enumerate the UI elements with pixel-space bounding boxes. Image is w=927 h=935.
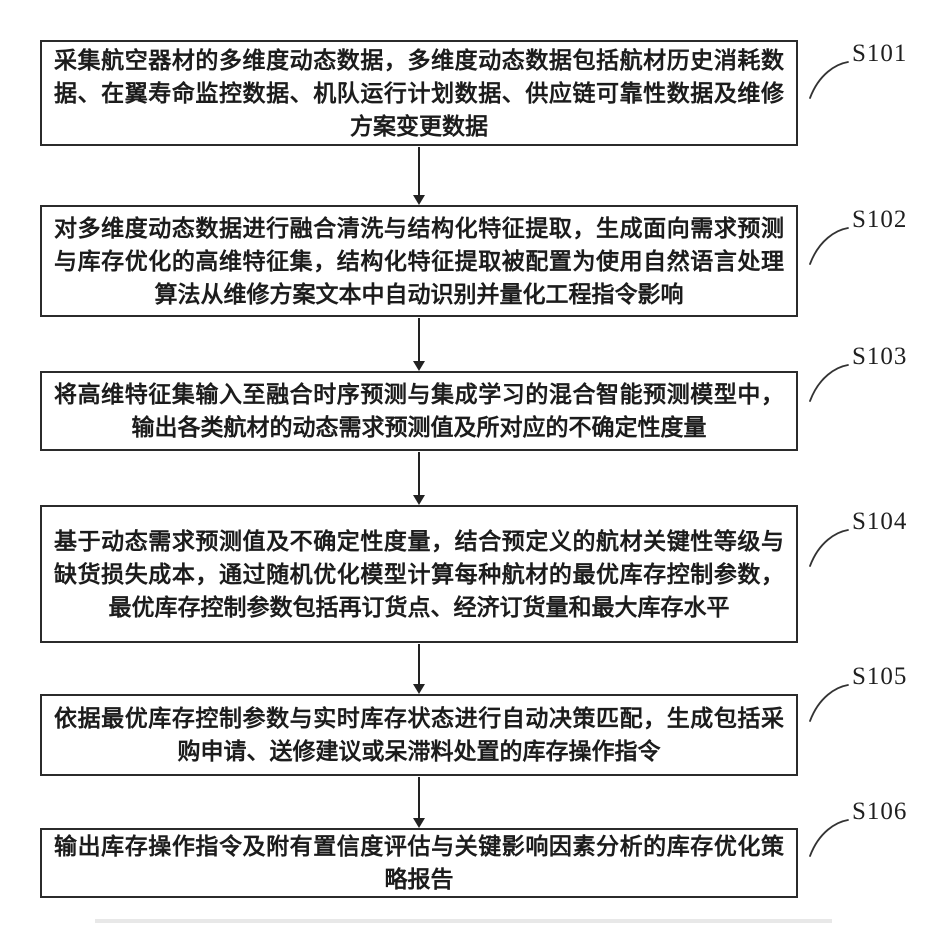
leader-line-s102 — [809, 227, 849, 265]
process-box-4: 基于动态需求预测值及不确定性度量，结合预定义的航材关键性等级与缺货损失成本，通过… — [40, 505, 798, 643]
flow-arrow-1 — [412, 147, 426, 205]
step-label-s105: S105 — [852, 663, 908, 690]
process-box-6-text: 输出库存操作指令及附有置信度评估与关键影响因素分析的库存优化策略报告 — [54, 833, 784, 892]
flow-arrow-2 — [412, 318, 426, 371]
arrow-shaft — [418, 147, 420, 195]
process-box-5: 依据最优库存控制参数与实时库存状态进行自动决策匹配，生成包括采购申请、送修建议或… — [40, 694, 798, 776]
step-label-s106: S106 — [852, 798, 908, 825]
leader-line-s101 — [809, 61, 849, 99]
leader-line-s106 — [809, 819, 849, 857]
process-box-1: 采集航空器材的多维度动态数据，多维度动态数据包括航材历史消耗数据、在翼寿命监控数… — [40, 40, 798, 146]
step-label-s103: S103 — [852, 343, 908, 370]
leader-line-s103 — [809, 364, 849, 402]
flow-arrow-4 — [412, 644, 426, 694]
scan-artifact-line — [95, 919, 832, 923]
arrow-head-icon — [413, 495, 425, 505]
process-box-2-text: 对多维度动态数据进行融合清洗与结构化特征提取，生成面向需求预测与库存优化的高维特… — [54, 214, 784, 307]
process-box-3-text: 将高维特征集输入至融合时序预测与集成学习的混合智能预测模型中，输出各类航材的动态… — [54, 381, 784, 440]
arrow-head-icon — [413, 361, 425, 371]
arrow-shaft — [418, 452, 420, 495]
flow-arrow-5 — [412, 777, 426, 828]
process-box-4-text: 基于动态需求预测值及不确定性度量，结合预定义的航材关键性等级与缺货损失成本，通过… — [54, 527, 784, 620]
leader-line-s105 — [809, 684, 849, 722]
flow-arrow-3 — [412, 452, 426, 505]
step-label-s102: S102 — [852, 206, 908, 233]
arrow-head-icon — [413, 195, 425, 205]
process-box-3: 将高维特征集输入至融合时序预测与集成学习的混合智能预测模型中，输出各类航材的动态… — [40, 371, 798, 451]
process-box-5-text: 依据最优库存控制参数与实时库存状态进行自动决策匹配，生成包括采购申请、送修建议或… — [54, 705, 784, 764]
arrow-head-icon — [413, 684, 425, 694]
step-label-s104: S104 — [852, 508, 908, 535]
step-label-s101: S101 — [852, 40, 908, 67]
arrow-shaft — [418, 318, 420, 361]
arrow-shaft — [418, 644, 420, 684]
leader-line-s104 — [809, 529, 849, 567]
process-box-6: 输出库存操作指令及附有置信度评估与关键影响因素分析的库存优化策略报告 — [40, 828, 798, 898]
arrow-head-icon — [413, 818, 425, 828]
process-box-2: 对多维度动态数据进行融合清洗与结构化特征提取，生成面向需求预测与库存优化的高维特… — [40, 205, 798, 317]
process-box-1-text: 采集航空器材的多维度动态数据，多维度动态数据包括航材历史消耗数据、在翼寿命监控数… — [54, 46, 784, 139]
arrow-shaft — [418, 777, 420, 818]
